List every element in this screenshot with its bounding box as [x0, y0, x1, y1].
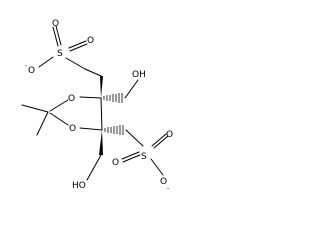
bond-s-o-bottom-right — [151, 133, 167, 147]
atom-oh-right: OH — [132, 70, 146, 80]
bond-o-c-ring-bottom — [79, 127, 103, 131]
wedge-top-ch2 — [100, 76, 103, 98]
atom-o-bottom-right: O — [166, 130, 173, 140]
charge-bottom-minus: - — [167, 185, 169, 192]
bond-o-cme2-top — [49, 99, 69, 112]
atom-o-ring-top: O — [68, 94, 75, 104]
bond-methyl-1 — [21, 104, 49, 113]
bond-s-o-bottom-left-2 — [122, 154, 141, 163]
dioxolane-ring: O O — [21, 76, 103, 136]
bond-s-o-bottom-right-2 — [153, 135, 169, 149]
atom-o-top-minus: O — [28, 66, 35, 76]
atom-o-top-left: O — [52, 19, 59, 29]
atom-s-bottom: S — [141, 152, 147, 162]
bond-methyl-2 — [36, 111, 49, 136]
bond-s-o-top-right — [68, 40, 87, 49]
top-sulfonate-group: O S O O - — [25, 19, 102, 77]
charge-top-minus: - — [25, 62, 27, 69]
bond-s-o-minus-bottom — [150, 158, 164, 176]
bond-s-o-minus-top — [38, 56, 54, 68]
hydroxymethyl-right: OH — [103, 70, 146, 103]
bottom-sulfonate-group: O S O O - — [104, 125, 173, 192]
atom-o-bottom-left: O — [112, 158, 119, 168]
bond-s-o-top-right-2 — [69, 43, 88, 52]
atom-s-top: S — [57, 49, 63, 59]
bond-ch2-s-bottom — [125, 129, 144, 147]
atom-o-top-right: O — [87, 36, 94, 46]
hydroxymethyl-bottom: HO — [72, 130, 103, 191]
bond-ch2-c-top — [84, 68, 102, 77]
bond-ch2-oh-right — [124, 79, 139, 99]
chemical-structure-diagram: O S O O - O O OH — [21, 19, 173, 192]
atom-o-bottom-minus: O — [160, 177, 167, 187]
bond-s-o-top-left — [52, 26, 59, 47]
atom-oh-bottom: HO — [72, 181, 86, 191]
atom-o-ring-bottom: O — [69, 124, 76, 134]
bond-s-o-bottom-left — [121, 151, 140, 160]
bond-c-o-ring-top — [79, 96, 102, 99]
bond-s-ch2-top — [65, 57, 86, 70]
bond-c-c-ring — [100, 97, 103, 131]
bond-cme2-o-bottom — [49, 112, 69, 126]
wedge-bottom-ch2 — [99, 130, 103, 155]
bond-s-o-top-left-2 — [55, 25, 62, 46]
bond-ch2-oh-bottom — [86, 154, 102, 181]
